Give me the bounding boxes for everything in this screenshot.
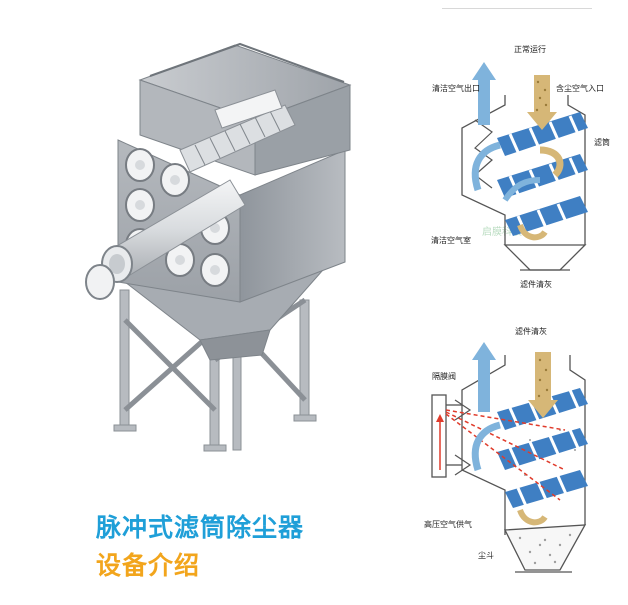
pulse-valve-icon (431, 394, 472, 478)
hopper-label: 尘斗 (478, 551, 494, 560)
clean-outlet-label: 清洁空气出口 (432, 84, 480, 93)
airflow-arrow-icon (471, 62, 564, 241)
normal-heading: 正常运行 (514, 45, 546, 54)
hp-air-label: 高压空气供气 (424, 520, 472, 529)
cleaning-heading: 滤件清灰 (515, 327, 547, 336)
clean-chamber-label: 清洁空气室 (431, 236, 471, 245)
top-divider (442, 8, 592, 9)
filter-label: 滤筒 (594, 138, 610, 147)
diaphragm-valve-label: 隔膜阀 (432, 372, 456, 381)
filter-cleaning-label: 滤件清灰 (520, 280, 552, 289)
watermark: 启膜科技 (482, 227, 522, 238)
housing-side (239, 149, 346, 303)
dusty-inlet-label: 含尘空气入口 (556, 84, 604, 93)
title-line-1: 脉冲式滤筒除尘器 (96, 513, 305, 542)
title-line-2: 设备介绍 (96, 551, 201, 580)
extracted-filter-cartridge (85, 89, 296, 300)
